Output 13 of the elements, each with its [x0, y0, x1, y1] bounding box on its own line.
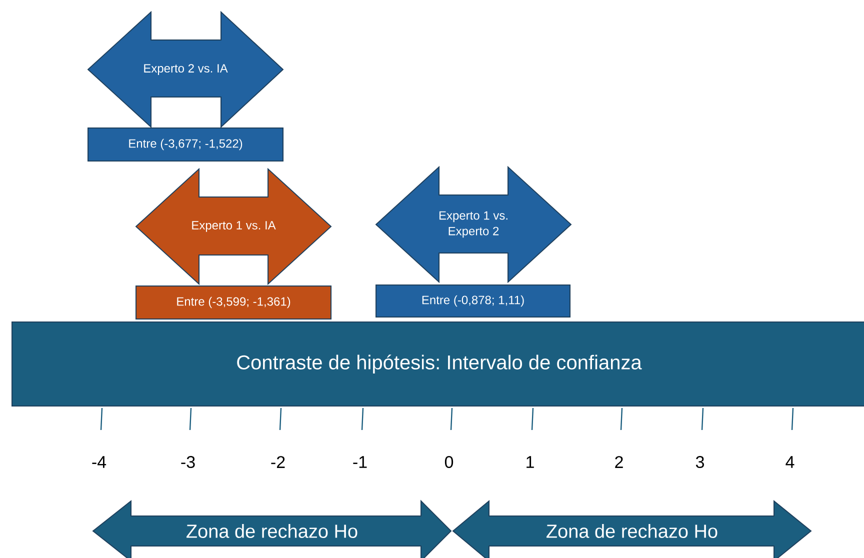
- tick-label: 4: [786, 456, 794, 468]
- interval-box: Entre (-3,677; -1,522): [88, 128, 284, 162]
- tick-label: -1: [353, 456, 367, 468]
- tick-label: -3: [181, 456, 195, 468]
- banner: Contraste de hipótesis: Intervalo de confianza: [12, 322, 864, 406]
- interval-box: Entre (-3,599; -1,361): [136, 286, 332, 320]
- tick-label: 3: [696, 456, 704, 468]
- tick-label: 0: [444, 456, 454, 468]
- tick-label: -4: [92, 456, 106, 468]
- interval-box: Entre (-0,878; 1,11): [376, 284, 570, 318]
- tick-label: -2: [271, 456, 285, 468]
- tick-label: 2: [615, 456, 623, 468]
- tick-label: 1: [526, 456, 534, 468]
